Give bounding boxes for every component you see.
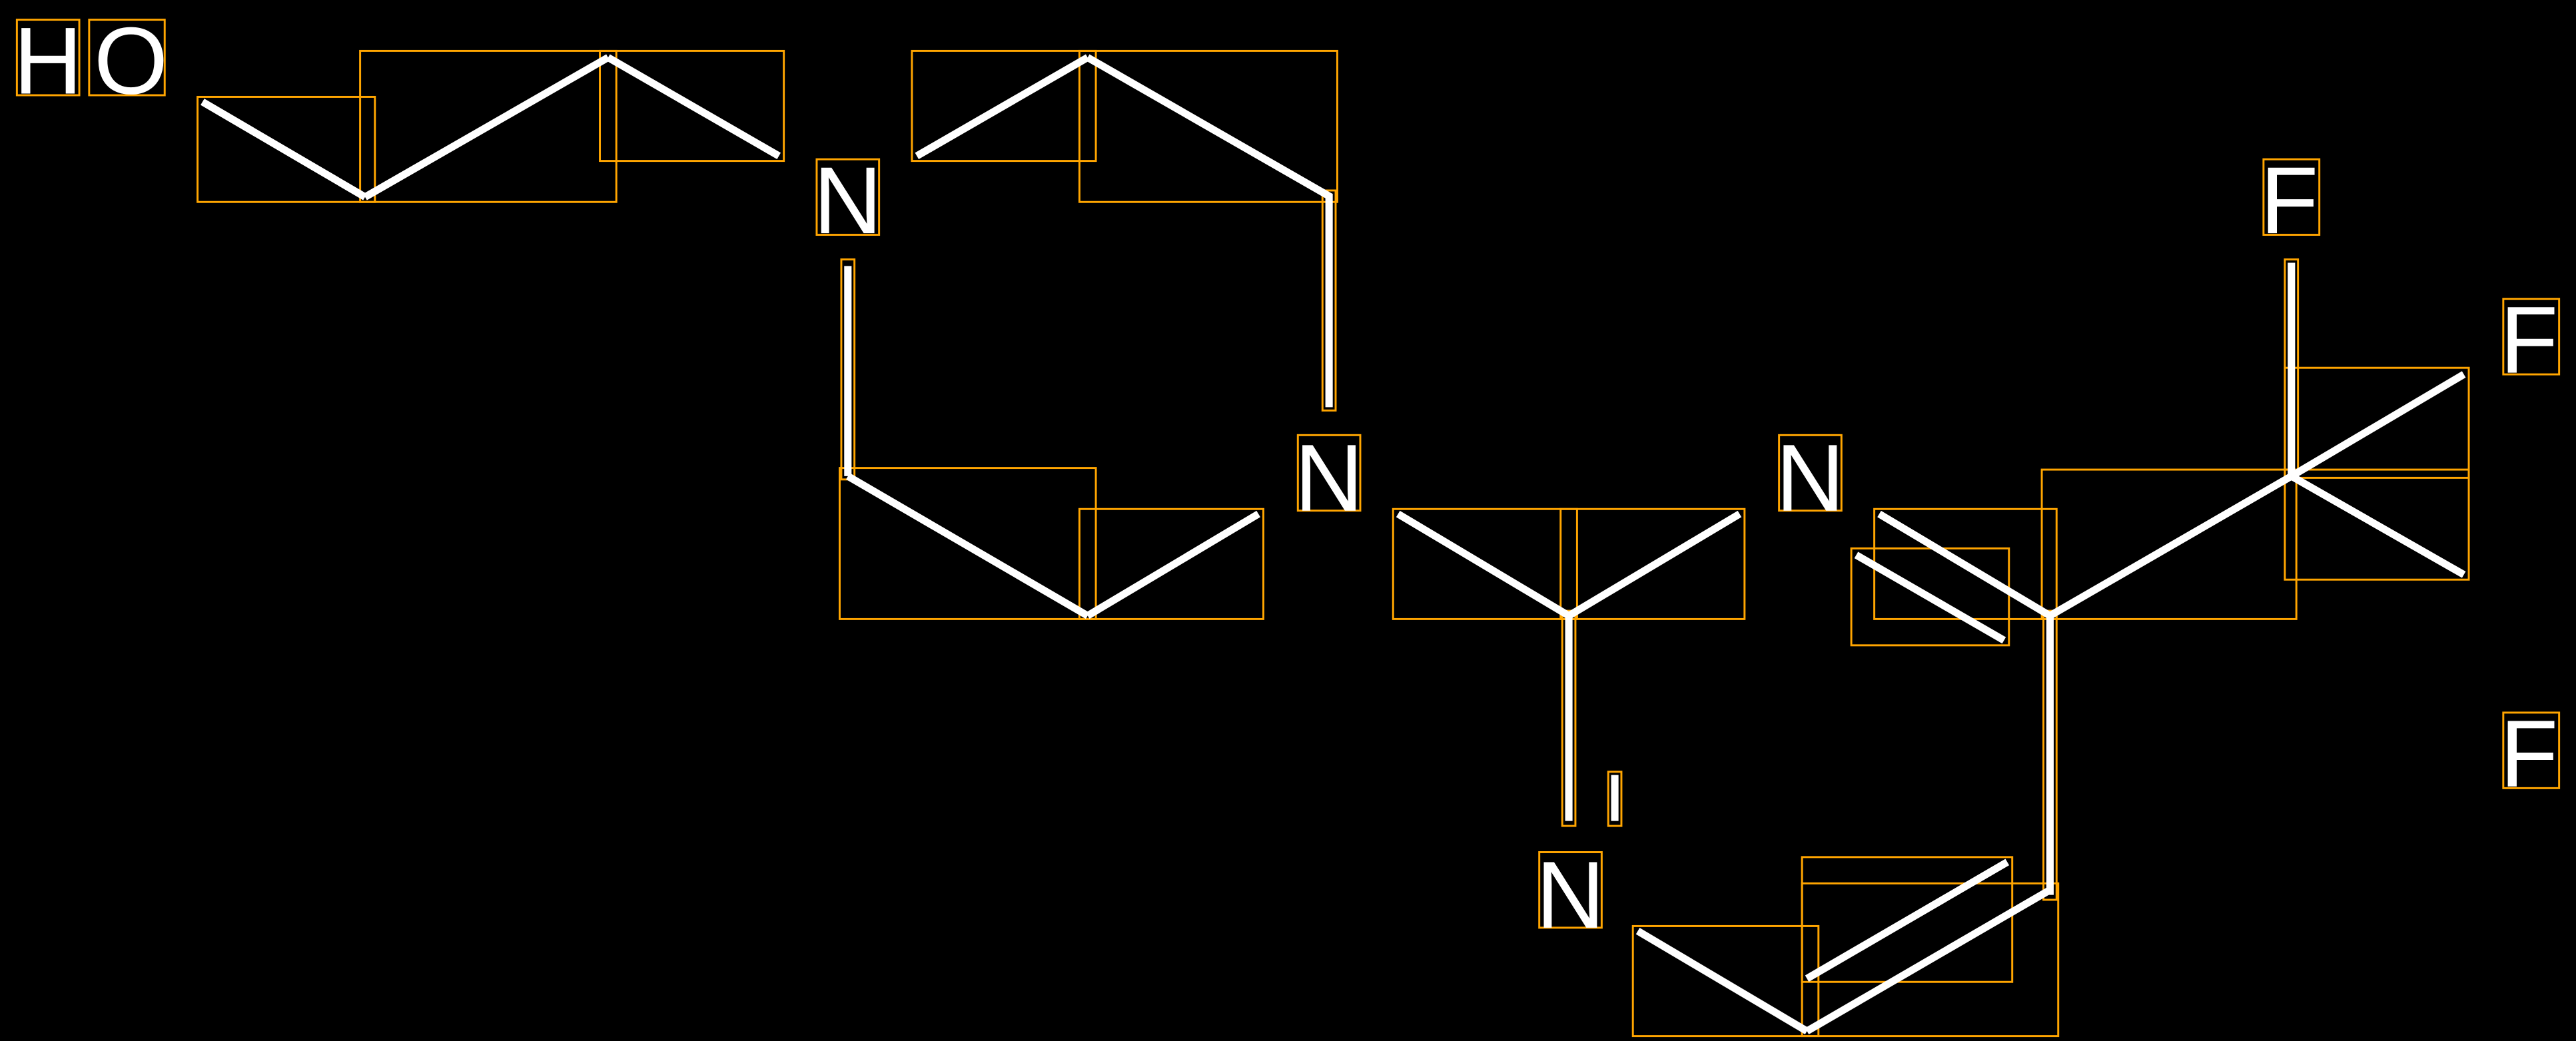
atom-label-nitrogen: N (813, 148, 882, 254)
atom-label-nitrogen: N (1776, 426, 1845, 531)
bonds (201, 54, 2466, 1035)
atom-label-fluorine: F (2500, 701, 2558, 807)
atom-label-fluorine: F (2500, 288, 2558, 394)
atom-label-nitrogen: N (1294, 426, 1363, 531)
atom-label-fluorine: F (2260, 148, 2318, 254)
atom-labels: HO N N N N F F F (13, 9, 2558, 948)
atom-label-hydroxyl: HO (13, 9, 168, 115)
bounding-boxes (15, 19, 2561, 1038)
atom-label-nitrogen: N (1536, 843, 1605, 948)
